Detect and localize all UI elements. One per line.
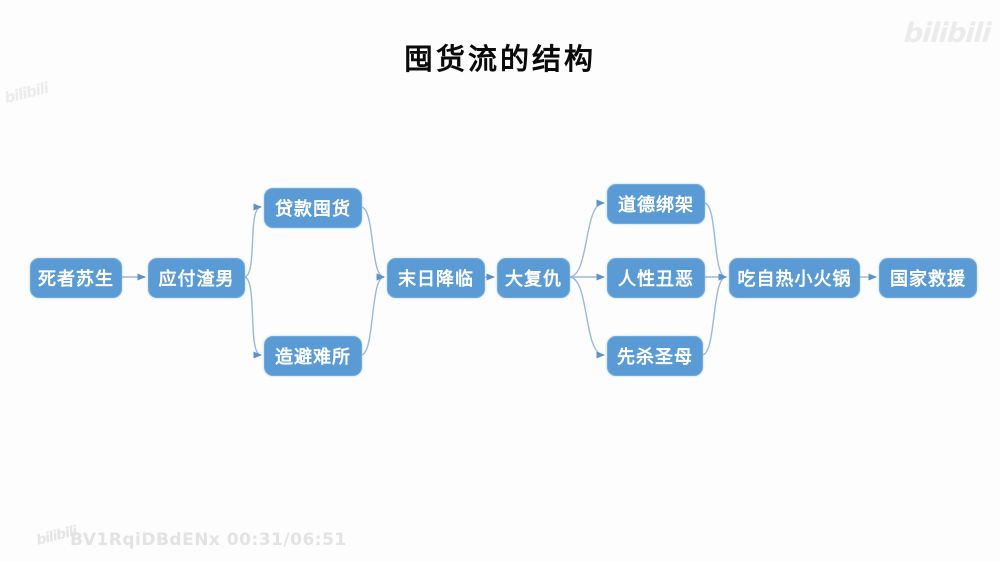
flow-node-doomsday: 末日降临 xyxy=(387,258,485,298)
connector-revenge-to-saint xyxy=(568,276,605,359)
flow-node-shelter: 造避难所 xyxy=(264,336,362,376)
flow-node-revenge: 大复仇 xyxy=(497,258,570,298)
connector-saint-to-hotpot xyxy=(701,273,727,356)
connector-moral-to-hotpot xyxy=(703,202,727,281)
flow-node-label: 吃自热小火锅 xyxy=(737,269,852,290)
flow-node-loan: 贷款囤货 xyxy=(264,188,362,228)
flow-node-label: 死者苏生 xyxy=(38,269,114,290)
flow-node-scumbag: 应付渣男 xyxy=(148,258,245,298)
connector-scumbag-to-loan xyxy=(243,203,262,278)
flow-node-label: 造避难所 xyxy=(275,347,351,368)
video-id-timestamp-watermark: BV1RqiDBdENx 00:31/06:51 xyxy=(70,530,347,550)
flow-node-moral: 道德绑架 xyxy=(607,184,705,224)
page-title: 囤货流的结构 xyxy=(403,42,596,76)
flow-node-ugly: 人性丑恶 xyxy=(607,258,705,298)
connector-scumbag-to-shelter xyxy=(243,276,262,359)
flow-node-saint: 先杀圣母 xyxy=(607,336,703,376)
flow-node-label: 应付渣男 xyxy=(158,269,235,290)
flow-node-rescue: 国家救援 xyxy=(879,258,977,298)
flow-node-hotpot: 吃自热小火锅 xyxy=(729,258,860,298)
flow-node-label: 贷款囤货 xyxy=(275,199,351,220)
connector-revenge-to-moral xyxy=(568,199,605,278)
flow-node-revive: 死者苏生 xyxy=(30,258,122,298)
flow-node-label: 末日降临 xyxy=(398,269,474,290)
connector-loan-to-doomsday xyxy=(360,206,385,281)
flow-node-label: 人性丑恶 xyxy=(618,269,694,290)
bilibili-logo-top-right: bilibili xyxy=(902,18,992,49)
flow-node-label: 道德绑架 xyxy=(618,195,694,216)
connector-shelter-to-doomsday xyxy=(360,273,385,356)
flow-node-label: 先杀圣母 xyxy=(617,347,693,368)
flow-node-label: 大复仇 xyxy=(505,269,562,290)
flow-node-label: 国家救援 xyxy=(890,269,966,290)
